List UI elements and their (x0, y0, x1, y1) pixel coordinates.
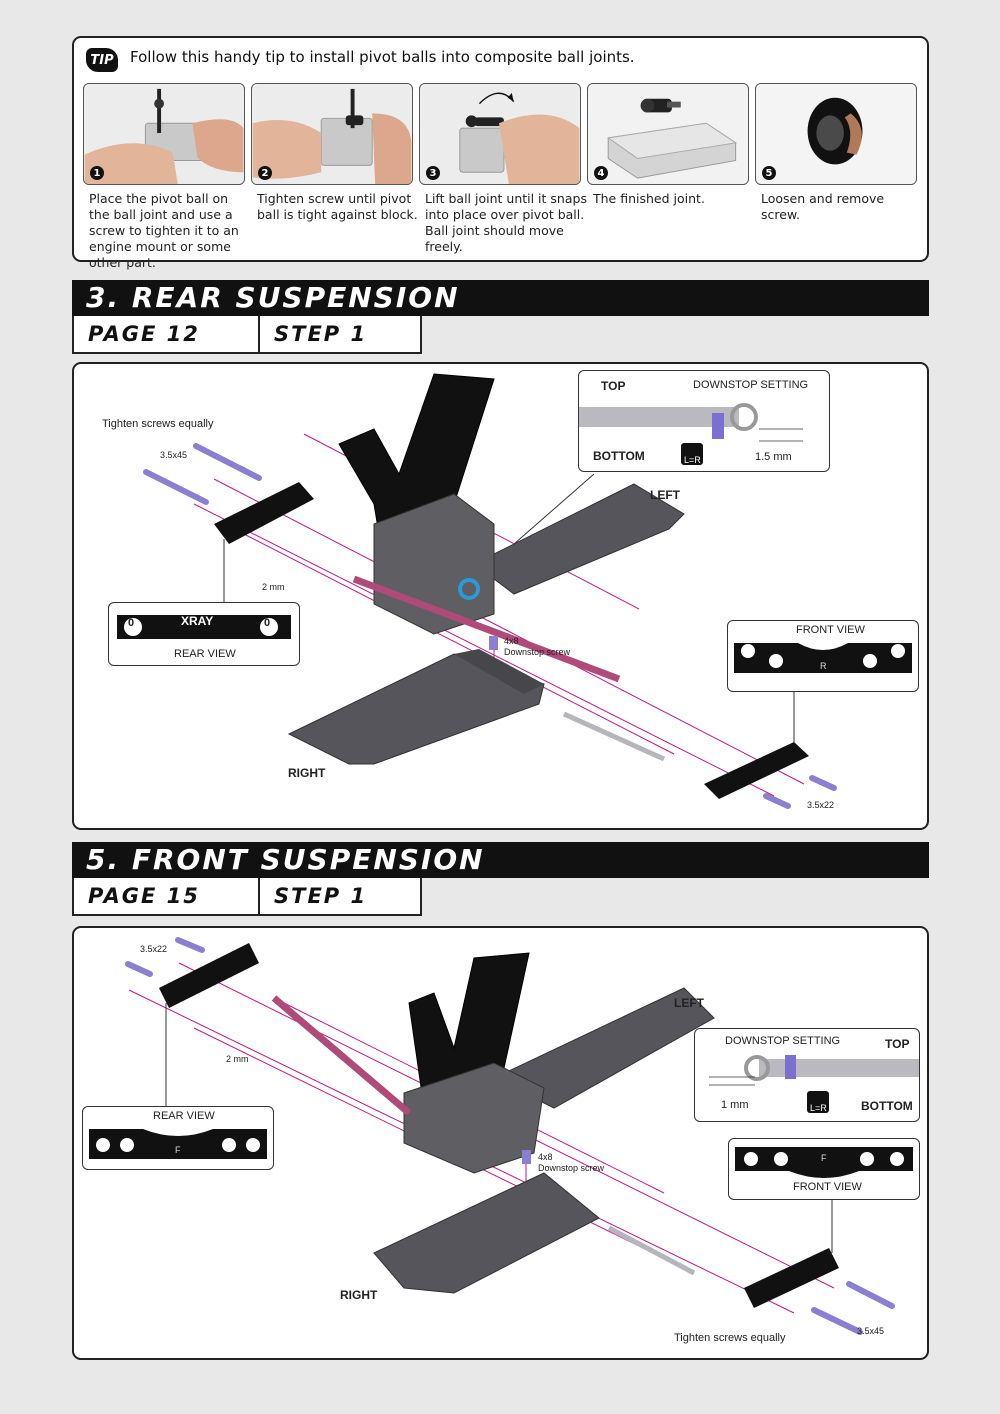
rear-section-title: 3. REAR SUSPENSION (72, 280, 929, 316)
rear-screw-long-label: 3.5x45 (160, 450, 188, 460)
step-number-5: 5 (762, 166, 776, 180)
front-driveshaft (271, 995, 412, 1116)
front-page-label: PAGE 15 (74, 878, 260, 914)
tip-caption-2: Tighten screw until pivot ball is tight … (257, 191, 418, 222)
rear-downstop-title: DOWNSTOP SETTING (693, 379, 809, 391)
front-right-label: RIGHT (340, 1288, 378, 1302)
front-downstop-title: DOWNSTOP SETTING (725, 1035, 841, 1047)
tip-caption-5: Loosen and remove screw. (761, 191, 885, 222)
rear-bearing (458, 578, 480, 600)
front-top-label: TOP (885, 1037, 910, 1051)
step-number-3: 3 (426, 166, 440, 180)
front-downstop-inset: DOWNSTOP SETTING TOP 1 mm L=R BOTTOM (694, 1028, 920, 1122)
rear-hinge-holder (214, 482, 314, 544)
front-rear-view-inset: REAR VIEW F (82, 1106, 274, 1170)
rear-left-label: LEFT (650, 488, 680, 502)
tip-caption-4: The finished joint. (593, 191, 705, 206)
tip-text: Follow this handy tip to install pivot b… (130, 48, 635, 66)
front-screw-long-label: 3.5x45 (857, 1326, 885, 1336)
front-screws (125, 937, 895, 1335)
tip-box: TIP Follow this handy tip to install piv… (72, 36, 929, 270)
rear-driveshaft (352, 575, 621, 683)
rear-downstop-inset: TOP DOWNSTOP SETTING BOTTOM L=R 1.5 mm (578, 370, 830, 472)
tip-photo-1: 1 (83, 83, 245, 185)
front-lr-badge: L=R (810, 1103, 827, 1113)
rear-front-view-letter: R (820, 661, 827, 671)
tip-badge: TIP (86, 48, 118, 72)
rear-top-label: TOP (601, 379, 626, 393)
front-tighten-label: Tighten screws equally (674, 1332, 786, 1344)
rear-front-view-label: FRONT VIEW (796, 624, 865, 636)
front-front-view-label: FRONT VIEW (793, 1181, 862, 1193)
rear-downstop-size: 4x8 (504, 636, 519, 646)
front-right-arm (373, 1172, 600, 1294)
front-section-title: 5. FRONT SUSPENSION (72, 842, 929, 878)
front-hinge-pin (607, 1225, 696, 1276)
rear-bottom-label: BOTTOM (593, 449, 645, 463)
rear-view-label: REAR VIEW (174, 648, 236, 660)
rear-left-arm (473, 483, 685, 595)
front-downstop-screw (522, 1150, 531, 1164)
step-number-2: 2 (258, 166, 272, 180)
rear-hinge-pin (562, 711, 666, 762)
downstop-leader (513, 473, 595, 545)
tip-photo-5: 5 (755, 83, 917, 185)
front-front-view-letter: F (821, 1153, 827, 1163)
front-hex-label: 2 mm (226, 1054, 249, 1064)
front-gearbox (403, 1062, 545, 1174)
rear-screws (143, 443, 837, 809)
front-page-step: PAGE 15 STEP 1 (72, 878, 422, 916)
front-bottom-label: BOTTOM (861, 1099, 913, 1113)
front-measure-label: 1 mm (721, 1099, 749, 1111)
front-screw-short-label: 3.5x22 (140, 944, 168, 954)
rear-hex-label: 2 mm (262, 582, 285, 592)
rear-measure-label: 1.5 mm (755, 451, 792, 463)
front-rear-view-letter: F (175, 1145, 181, 1155)
front-rear-holder (159, 943, 259, 1008)
rear-downstop-screw (489, 636, 498, 650)
front-downstop-size: 4x8 (538, 1152, 553, 1162)
tip-photo-3: 3 (419, 83, 581, 185)
rear-zero-right: 0 (264, 617, 271, 629)
rear-front-view-inset: FRONT VIEW R (727, 620, 919, 692)
rear-zero-left: 0 (128, 617, 135, 629)
front-exploded-view (125, 937, 895, 1335)
rear-right-label: RIGHT (288, 766, 326, 780)
front-front-holder (744, 1248, 839, 1308)
rear-exploded-view (143, 373, 837, 809)
tip-caption-3: Lift ball joint until it snaps into plac… (425, 191, 587, 254)
front-hinge-holder (704, 742, 809, 799)
front-suspension-diagram: 3.5x22 2 mm 4x8 Downstop screw Tighten s… (72, 926, 929, 1360)
tip-photo-2: 2 (251, 83, 413, 185)
tip-caption-1: Place the pivot ball on the ball joint a… (89, 191, 239, 270)
rear-tighten-label: Tighten screws equally (102, 418, 214, 430)
front-left-label: LEFT (674, 996, 704, 1010)
rear-page-label: PAGE 12 (74, 316, 260, 352)
front-rear-view-label: REAR VIEW (153, 1110, 215, 1122)
rear-brand: XRAY (181, 614, 214, 628)
rear-view-inset: 0 0 XRAY REAR VIEW (108, 602, 300, 666)
rear-screw-short-label: 3.5x22 (807, 800, 835, 810)
front-step-label: STEP 1 (274, 884, 368, 908)
rear-page-step: PAGE 12 STEP 1 (72, 316, 422, 354)
rear-suspension-diagram: Tighten screws equally 3.5x45 2 mm 4x8 D… (72, 362, 929, 830)
step-number-4: 4 (594, 166, 608, 180)
rear-downstop-screw-label: Downstop screw (504, 647, 571, 657)
rear-step-label: STEP 1 (274, 322, 368, 346)
tip-photo-4: 4 (587, 83, 749, 185)
front-front-view-inset: F FRONT VIEW (728, 1138, 920, 1200)
front-downstop-screw-label: Downstop screw (538, 1163, 605, 1173)
step-number-1: 1 (90, 166, 104, 180)
rear-lr-badge: L=R (684, 455, 701, 465)
